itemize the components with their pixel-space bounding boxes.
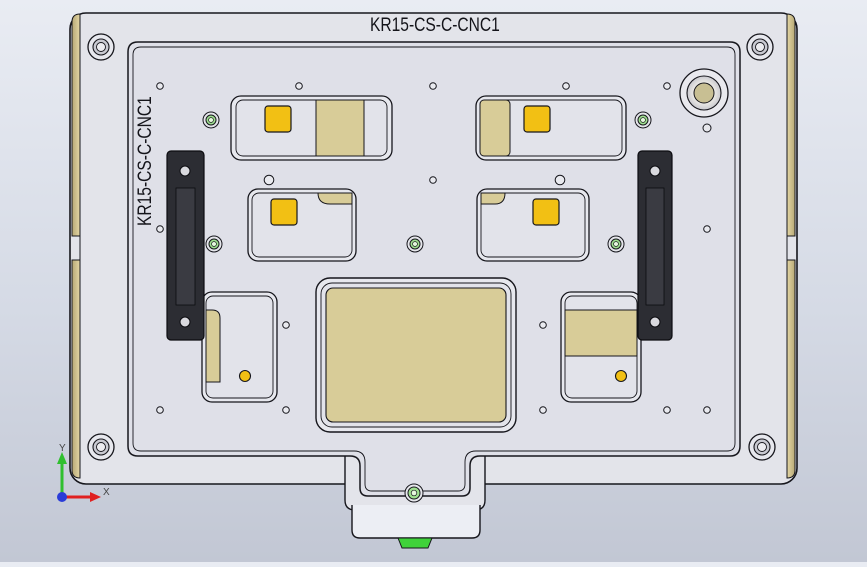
pocket-bottom-left [201,291,278,403]
corner-hole-bottom-right [748,433,776,461]
axis-y-label: Y [59,443,66,454]
pocket-top-left [230,95,393,161]
pocket-mid-right [476,188,590,262]
part-number-engraving-top: KR15-CS-C-CNC1 [370,15,500,36]
axis-x-label: X [103,487,110,498]
corner-hole-bottom-left [87,433,115,461]
part-number-engraving-side: KR15-CS-C-CNC1 [135,96,156,226]
left-edge-lower [71,259,81,479]
green-pins [202,111,652,503]
pocket-top-right [475,95,627,161]
right-edge-upper [786,13,796,237]
right-edge-lower [786,259,796,479]
left-edge-upper [71,13,81,237]
corner-hole-top-right [746,33,774,61]
pocket-mid-left [247,188,357,262]
locating-bushing [679,68,729,133]
corner-hole-top-left [87,33,115,61]
screw-holes [156,82,711,414]
center-pad [315,277,517,433]
handle-right[interactable] [637,150,673,341]
pocket-bottom-right [560,291,642,403]
handle-left[interactable] [166,150,205,341]
axis-triad [57,452,101,502]
